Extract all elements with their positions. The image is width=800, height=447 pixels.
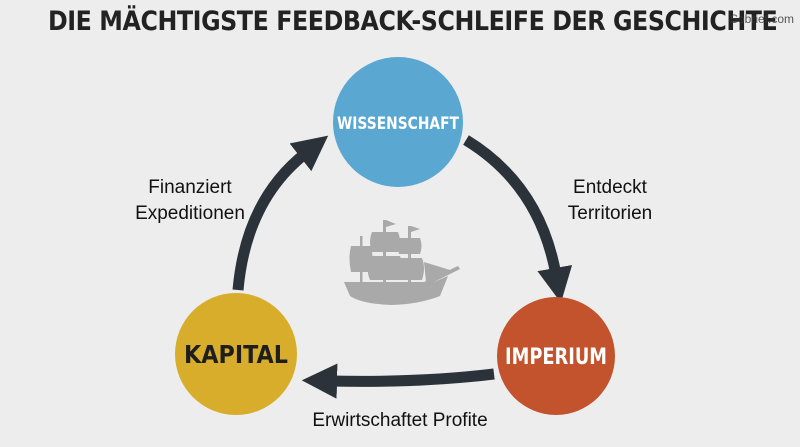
node-kapital: KAPITAL — [175, 293, 297, 415]
edge-label-line: Entdeckt — [573, 177, 648, 198]
arrow-imperium-to-kapital — [301, 363, 495, 399]
node-wissenschaft: WISSENSCHAFT — [333, 57, 463, 187]
sailing-ship-icon — [344, 220, 460, 305]
node-kapital-circle — [175, 293, 297, 415]
node-kapital-label: KAPITAL — [184, 340, 288, 369]
edge-label-finanziert-expeditionen: Finanziert Expeditionen — [135, 177, 245, 224]
edge-label-line: Territorien — [568, 203, 652, 224]
node-imperium-label: IMPERIUM — [505, 345, 607, 370]
node-imperium: IMPERIUM — [497, 297, 615, 415]
edge-label-entdeckt-territorien: Entdeckt Territorien — [568, 177, 652, 224]
arrow-wissenschaft-to-imperium — [463, 135, 573, 303]
node-wissenschaft-circle — [333, 57, 463, 187]
edge-label-line: Erwirtschaftet Profite — [312, 410, 487, 431]
edge-label-line: Expeditionen — [135, 203, 245, 224]
arrow-kapital-to-wissenschaft — [232, 135, 329, 291]
watermark: Sobrief.com — [729, 12, 794, 26]
node-imperium-circle — [497, 297, 615, 415]
edge-label-erwirtschaftet-profite: Erwirtschaftet Profite — [312, 410, 487, 431]
node-wissenschaft-label: WISSENSCHAFT — [337, 114, 459, 134]
edge-label-line: Finanziert — [148, 177, 232, 198]
page-title: DIE MÄCHTIGSTE FEEDBACK-SCHLEIFE DER GES… — [48, 6, 778, 37]
